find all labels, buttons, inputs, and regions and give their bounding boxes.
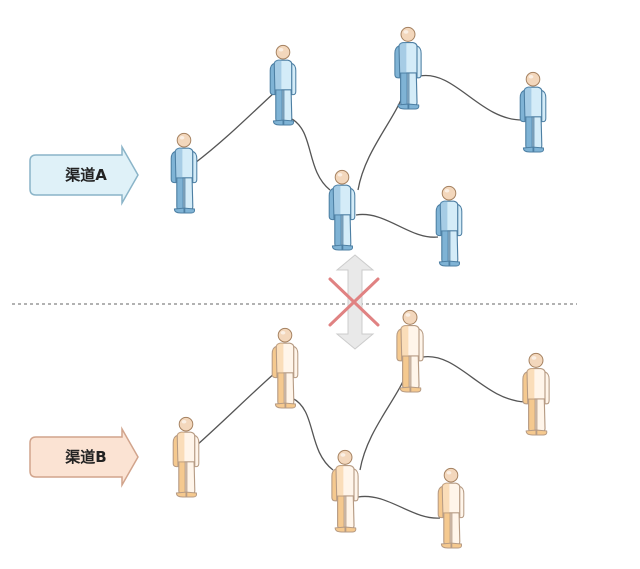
person-icon (172, 416, 200, 498)
person-icon (271, 327, 299, 409)
channel-b-label-arrow: 渠道B (29, 426, 139, 488)
cross-icon (328, 277, 380, 327)
channel-a-people (170, 26, 547, 267)
blocked-connection (328, 254, 380, 350)
channel-a-connections (194, 74, 523, 238)
channel-a-label: 渠道A (65, 166, 107, 184)
person-icon (396, 309, 424, 393)
person-icon (269, 44, 297, 126)
channel-b-connections (196, 356, 526, 519)
edge (196, 371, 277, 446)
edge (289, 117, 331, 191)
edge (359, 371, 408, 471)
edge (194, 91, 276, 164)
channel-b-label: 渠道B (65, 448, 106, 466)
person-icon (394, 26, 422, 110)
edge (419, 74, 523, 121)
channel-b-people (172, 309, 550, 549)
person-icon (522, 352, 550, 436)
person-icon (170, 132, 198, 214)
person-icon (331, 449, 359, 533)
channel-a-label-arrow: 渠道A (29, 144, 139, 206)
person-icon (437, 467, 465, 549)
edge (291, 397, 334, 471)
person-icon (328, 169, 356, 251)
arrow-shape-a (29, 144, 139, 206)
person-icon (519, 71, 547, 153)
arrow-shape-b (29, 426, 139, 488)
edge (357, 495, 441, 519)
person-icon (435, 185, 463, 267)
edge (355, 213, 439, 238)
edge (422, 356, 526, 403)
